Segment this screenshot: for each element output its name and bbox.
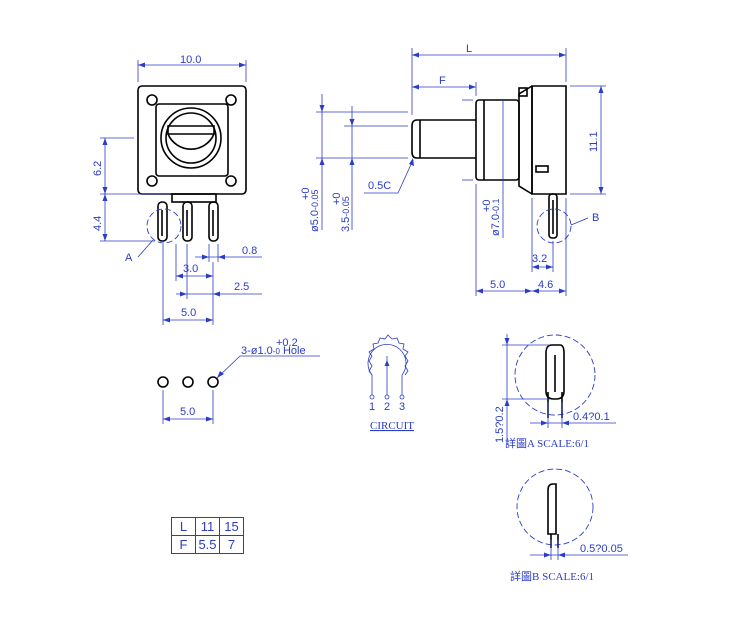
height-dim-upper-label: 6.2 — [92, 161, 104, 176]
bushing-dia-value: ø7.0 — [490, 214, 502, 236]
detail-b: 0.5?0.05 詳圖B SCALE:6/1 — [510, 468, 628, 583]
table-cell: 7 — [219, 535, 244, 554]
circuit-pin-3: 3 — [399, 401, 405, 413]
hole-pattern: 3-ø1.0-0 Hole +0.2 5.0 — [157, 337, 320, 424]
circuit-label: CIRCUIT — [370, 420, 414, 432]
front-view: 10.0 6.2 4.4 0.8 3.0 2.5 — [92, 54, 262, 325]
detail-b-horizontal-dim: 0.5?0.05 — [580, 543, 623, 555]
hole-note-suffix: Hole — [283, 345, 306, 357]
detail-a-vertical-dim: 1.5?0.2 — [494, 406, 506, 443]
side-view: B L F ø5.0-0.05 +0 3.5-0.05 +0 — [300, 43, 606, 296]
shaft-dia-value: ø5.0 — [309, 210, 321, 232]
body-height-label: 11.1 — [588, 131, 600, 152]
bushing-len-label: 5.0 — [490, 279, 505, 291]
flat-tol-upper: +0 — [331, 192, 343, 205]
hole-pitch-label: 5.0 — [180, 406, 195, 418]
shaft-dia-label: ø5.0-0.05 — [309, 189, 321, 232]
detail-b-callout: B — [592, 212, 599, 224]
hole-note-prefix: 3-ø1.0 — [241, 345, 273, 357]
flat-dim-label: F — [439, 75, 446, 87]
flat-tol-lower: -0.05 — [341, 196, 351, 217]
table-row: F 5.5 7 — [171, 535, 244, 554]
pin-width-label: 0.8 — [242, 245, 257, 257]
circuit-pin-2: 2 — [384, 401, 390, 413]
flat-dim-value: 3.5 — [340, 217, 352, 232]
detail-a-callout: A — [125, 252, 133, 264]
table-cell: F — [171, 535, 196, 554]
bushing-dia-text: ø7.0-0.1 — [490, 198, 502, 236]
width-dim-label: 10.0 — [180, 54, 201, 66]
dimension-table: L 11 15 F 5.5 7 — [171, 517, 244, 554]
table-row: L 11 15 — [171, 517, 244, 536]
hole-tol-upper: +0.2 — [276, 337, 298, 349]
flat-dim-text: 3.5-0.05 — [340, 196, 352, 232]
pin-offset-label: 2.5 — [234, 281, 249, 293]
detail-b-caption: 詳圖B SCALE:6/1 — [510, 569, 594, 583]
detail-a-caption: 詳圖A SCALE:6/1 — [505, 436, 589, 450]
shaft-dia-tol-upper: +0 — [300, 187, 312, 200]
tab-offset-label: 3.2 — [532, 253, 547, 265]
hole-tol-lower: -0 — [273, 347, 281, 356]
shaft-dia-tol-lower: -0.05 — [310, 189, 320, 210]
circuit-pin-1: 1 — [369, 401, 375, 413]
detail-a-horizontal-dim: 0.4?0.1 — [573, 411, 610, 423]
body-depth-label: 4.6 — [538, 279, 553, 291]
bushing-tol-upper: +0 — [481, 199, 493, 212]
pin-span-label: 5.0 — [181, 307, 196, 319]
bushing-tol-lower: -0.1 — [491, 198, 501, 214]
height-dim-lower-label: 4.4 — [92, 216, 104, 231]
chamfer-label: 0.5C — [368, 180, 391, 192]
table-cell: 5.5 — [195, 535, 220, 554]
pin-pitch-label: 3.0 — [183, 263, 198, 275]
hole-note: 3-ø1.0-0 Hole — [241, 345, 306, 357]
table-cell: L — [171, 517, 196, 536]
length-dim-label: L — [466, 43, 472, 55]
table-cell: 15 — [219, 517, 244, 536]
circuit-diagram: 1 2 3 CIRCUIT — [367, 334, 414, 432]
table-cell: 11 — [195, 517, 220, 536]
detail-a: 1.5?0.2 0.4?0.1 詳圖A SCALE:6/1 — [494, 334, 616, 450]
